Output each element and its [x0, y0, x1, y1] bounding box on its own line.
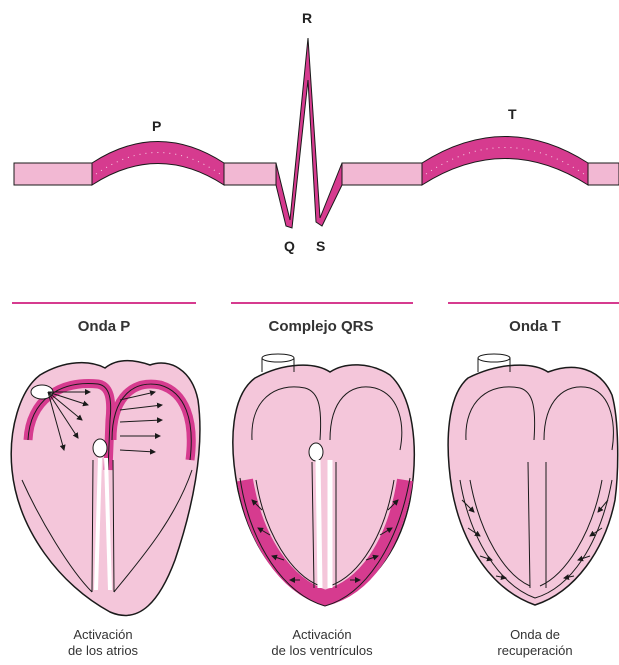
panel-1-caption-line1: Activación [8, 627, 198, 643]
panel-2-caption-line2: de los ventrículos [227, 643, 417, 659]
panel-3-caption-line1: Onda de [440, 627, 619, 643]
panel-2-caption-line1: Activación [227, 627, 417, 643]
heart-3-outline [448, 365, 618, 605]
heart-qrs-complex [233, 354, 414, 606]
heart-p-wave [11, 361, 200, 616]
panel-1-caption: Activación de los atrios [8, 627, 198, 659]
heart-t-wave [448, 354, 618, 605]
panel-1-caption-line2: de los atrios [8, 643, 198, 659]
heart-2-outline [233, 365, 414, 605]
panel-3-caption: Onda de recuperación [440, 627, 619, 659]
panel-3-caption-line2: recuperación [440, 643, 619, 659]
panel-2-caption: Activación de los ventrículos [227, 627, 417, 659]
